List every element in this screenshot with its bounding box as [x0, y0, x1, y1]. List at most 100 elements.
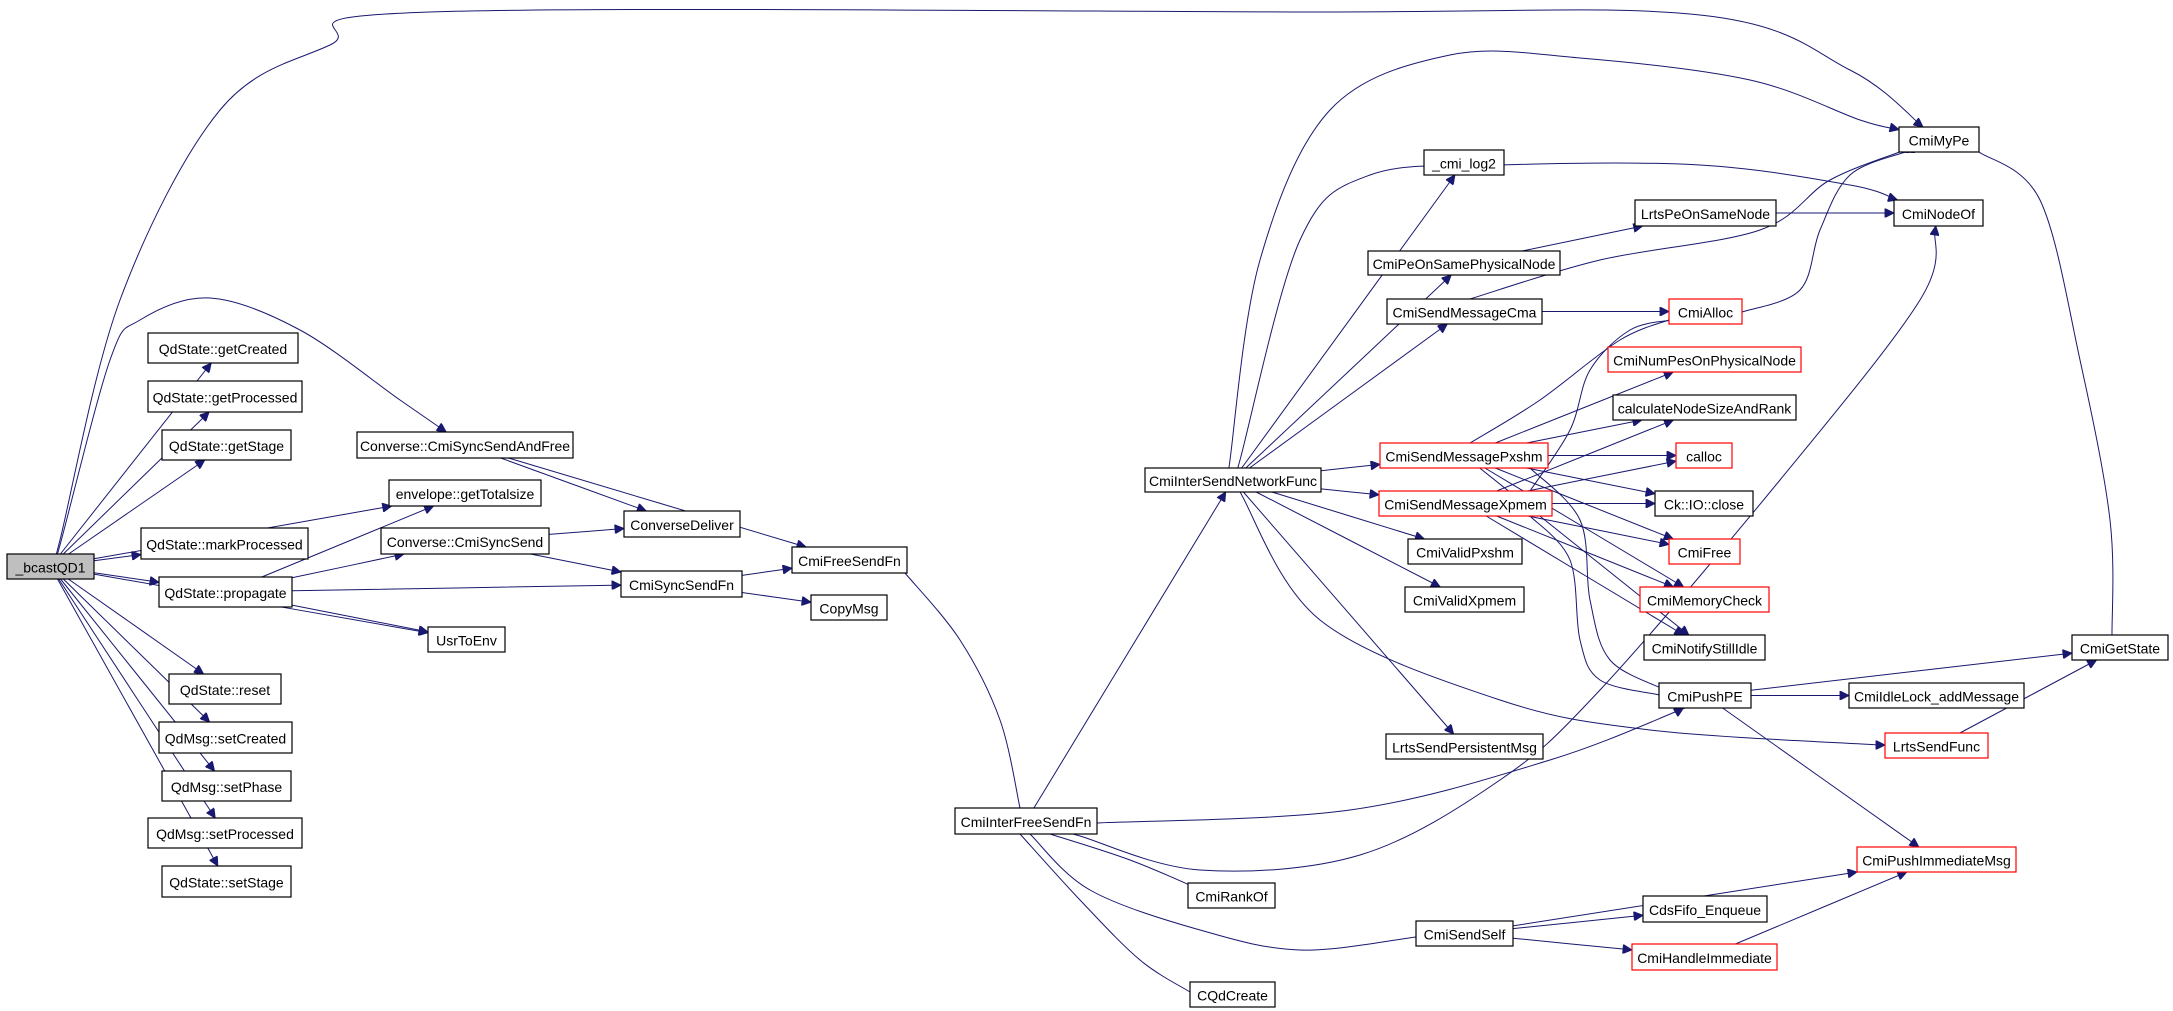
node-box[interactable] — [147, 332, 299, 364]
node-box[interactable] — [1144, 467, 1322, 493]
node-usrToEnv[interactable]: UsrToEnv — [427, 626, 506, 653]
node-box[interactable] — [158, 576, 293, 608]
node-cmiAlloc[interactable]: CmiAlloc — [1668, 298, 1743, 325]
node-box[interactable] — [1884, 732, 1989, 759]
node-lrtsSendFunc[interactable]: LrtsSendFunc — [1884, 732, 1989, 759]
node-interFreeSendFn[interactable]: CmiInterFreeSendFn — [954, 807, 1098, 835]
node-sendMessagePxshm[interactable]: CmiSendMessagePxshm — [1379, 442, 1549, 469]
node-box[interactable] — [1675, 442, 1733, 469]
node-box[interactable] — [1404, 586, 1525, 613]
node-box[interactable] — [356, 431, 574, 459]
node-box[interactable] — [1893, 199, 1984, 227]
node-box[interactable] — [1642, 895, 1768, 923]
node-box[interactable] — [1378, 490, 1553, 517]
node-idleLockAddMessage[interactable]: CmiIdleLock_addMessage — [1848, 682, 2025, 709]
node-calloc[interactable]: calloc — [1675, 442, 1733, 469]
node-validPxshm[interactable]: CmiValidPxshm — [1407, 538, 1523, 565]
node-box[interactable] — [161, 770, 292, 802]
node-box[interactable] — [1385, 733, 1544, 760]
node-calcNodeSizeAndRank[interactable]: calculateNodeSizeAndRank — [1612, 394, 1797, 421]
node-box[interactable] — [1634, 199, 1777, 227]
node-cmiMyPe[interactable]: CmiMyPe — [1898, 126, 1980, 153]
node-numPesOnPhysicalNode[interactable]: CmiNumPesOnPhysicalNode — [1607, 346, 1802, 373]
node-markProcessed[interactable]: QdState::markProcessed — [140, 527, 309, 560]
node-box[interactable] — [1639, 586, 1770, 613]
node-syncSendAndFree[interactable]: Converse::CmiSyncSendAndFree — [356, 431, 574, 459]
node-box[interactable] — [810, 594, 888, 621]
node-getProcessed[interactable]: QdState::getProcessed — [147, 380, 303, 413]
node-cmiRankOf[interactable]: CmiRankOf — [1187, 882, 1276, 909]
node-box[interactable] — [1654, 490, 1754, 517]
node-cmiFree[interactable]: CmiFree — [1668, 538, 1741, 565]
node-interSendNetworkFunc[interactable]: CmiInterSendNetworkFunc — [1144, 467, 1322, 493]
node-box[interactable] — [1189, 981, 1276, 1008]
node-box[interactable] — [388, 479, 542, 507]
node-getCreated[interactable]: QdState::getCreated — [147, 332, 299, 364]
node-box[interactable] — [1856, 846, 2017, 873]
node-cmiSyncSendFn[interactable]: CmiSyncSendFn — [620, 570, 743, 598]
node-box[interactable] — [1848, 682, 2025, 709]
node-box[interactable] — [161, 865, 292, 898]
node-notifyStillIdle[interactable]: CmiNotifyStillIdle — [1643, 634, 1766, 661]
node-bcastQD1[interactable]: _bcastQD1 — [6, 553, 95, 580]
node-box[interactable] — [158, 721, 293, 754]
node-box[interactable] — [1668, 538, 1741, 565]
node-box[interactable] — [1612, 394, 1797, 421]
node-cdsFifoEnqueue[interactable]: CdsFifo_Enqueue — [1642, 895, 1768, 923]
node-box[interactable] — [1423, 149, 1505, 176]
node-sendMessageCma[interactable]: CmiSendMessageCma — [1386, 298, 1543, 325]
node-lrtsSendPersistentMsg[interactable]: LrtsSendPersistentMsg — [1385, 733, 1544, 760]
node-box[interactable] — [1631, 943, 1778, 971]
node-box[interactable] — [427, 626, 506, 653]
node-box[interactable] — [1643, 634, 1766, 661]
node-box[interactable] — [1607, 346, 1802, 373]
node-lrtsPeOnSameNode[interactable]: LrtsPeOnSameNode — [1634, 199, 1777, 227]
node-msgSetProcessed[interactable]: QdMsg::setProcessed — [147, 817, 303, 849]
node-box[interactable] — [1658, 682, 1752, 709]
node-validXpmem[interactable]: CmiValidXpmem — [1404, 586, 1525, 613]
node-pushPE[interactable]: CmiPushPE — [1658, 682, 1752, 709]
node-cmiSendSelf[interactable]: CmiSendSelf — [1415, 920, 1514, 947]
node-box[interactable] — [147, 380, 303, 413]
node-box[interactable] — [161, 429, 292, 461]
node-box[interactable] — [6, 553, 95, 580]
node-box[interactable] — [1898, 126, 1980, 153]
node-cmiNodeOf[interactable]: CmiNodeOf — [1893, 199, 1984, 227]
node-cmiGetState[interactable]: CmiGetState — [2071, 634, 2169, 661]
node-box[interactable] — [623, 510, 741, 538]
node-box[interactable] — [168, 673, 282, 705]
node-peOnSamePhysicalNode[interactable]: CmiPeOnSamePhysicalNode — [1367, 250, 1561, 276]
node-box[interactable] — [1379, 442, 1549, 469]
node-cmiFreeSendFn[interactable]: CmiFreeSendFn — [791, 546, 908, 574]
node-propagate[interactable]: QdState::propagate — [158, 576, 293, 608]
node-box[interactable] — [380, 527, 550, 555]
node-box[interactable] — [1187, 882, 1276, 909]
node-box[interactable] — [1407, 538, 1523, 565]
node-box[interactable] — [1415, 920, 1514, 947]
node-ckIoClose[interactable]: Ck::IO::close — [1654, 490, 1754, 517]
node-msgSetPhase[interactable]: QdMsg::setPhase — [161, 770, 292, 802]
node-memoryCheck[interactable]: CmiMemoryCheck — [1639, 586, 1770, 613]
node-reset[interactable]: QdState::reset — [168, 673, 282, 705]
node-box[interactable] — [1668, 298, 1743, 325]
node-box[interactable] — [2071, 634, 2169, 661]
node-setStage[interactable]: QdState::setStage — [161, 865, 292, 898]
node-cmiLog2[interactable]: _cmi_log2 — [1423, 149, 1505, 176]
node-box[interactable] — [791, 546, 908, 574]
node-box[interactable] — [1386, 298, 1543, 325]
node-sendMessageXpmem[interactable]: CmiSendMessageXpmem — [1378, 490, 1553, 517]
node-box[interactable] — [147, 817, 303, 849]
node-pushImmediateMsg[interactable]: CmiPushImmediateMsg — [1856, 846, 2017, 873]
node-getStage[interactable]: QdState::getStage — [161, 429, 292, 461]
node-converseDeliver[interactable]: ConverseDeliver — [623, 510, 741, 538]
node-msgSetCreated[interactable]: QdMsg::setCreated — [158, 721, 293, 754]
node-getTotalsize[interactable]: envelope::getTotalsize — [388, 479, 542, 507]
node-box[interactable] — [620, 570, 743, 598]
node-cqdCreate[interactable]: CQdCreate — [1189, 981, 1276, 1008]
node-box[interactable] — [1367, 250, 1561, 276]
node-box[interactable] — [954, 807, 1098, 835]
node-copyMsg[interactable]: CopyMsg — [810, 594, 888, 621]
node-handleImmediate[interactable]: CmiHandleImmediate — [1631, 943, 1778, 971]
node-box[interactable] — [140, 527, 309, 560]
node-syncSend[interactable]: Converse::CmiSyncSend — [380, 527, 550, 555]
